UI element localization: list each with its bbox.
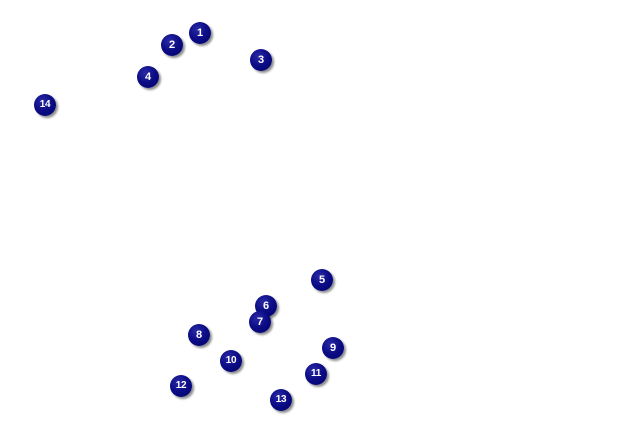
map-marker-10[interactable]: 10: [220, 350, 242, 372]
map-marker-2[interactable]: 2: [161, 34, 183, 56]
map-marker-13[interactable]: 13: [270, 389, 292, 411]
map-marker-14[interactable]: 14: [34, 94, 56, 116]
map-marker-7[interactable]: 7: [249, 311, 271, 333]
map-marker-1[interactable]: 1: [189, 22, 211, 44]
map-marker-9[interactable]: 9: [322, 337, 344, 359]
map-marker-5[interactable]: 5: [311, 269, 333, 291]
map-marker-12[interactable]: 12: [170, 375, 192, 397]
map-marker-8[interactable]: 8: [188, 324, 210, 346]
map-marker-3[interactable]: 3: [250, 49, 272, 71]
map-marker-11[interactable]: 11: [305, 363, 327, 385]
map-marker-4[interactable]: 4: [137, 66, 159, 88]
